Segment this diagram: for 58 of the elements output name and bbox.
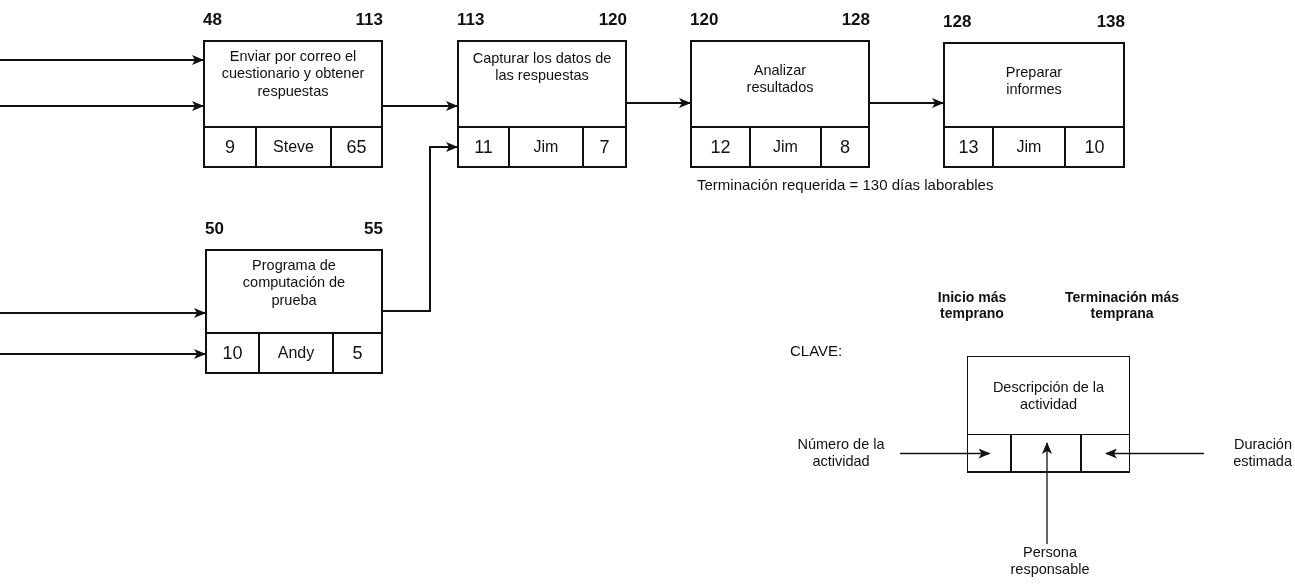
key-explanation: Persona responsable — [990, 544, 1110, 579]
activity-number: 11 — [473, 135, 494, 159]
activity-number: 13 — [957, 135, 980, 159]
earliest-finish: 55 — [363, 219, 383, 239]
key-title: CLAVE: — [790, 342, 843, 359]
arrow — [869, 98, 944, 108]
activity-description: Programa de computación de prueba — [241, 257, 347, 310]
activity-number: 10 — [221, 341, 244, 365]
earliest-finish: 113 — [354, 10, 383, 30]
activity-description: Enviar por correo el cuestionario y obtener respuestas — [220, 48, 366, 101]
key-field — [1010, 434, 1082, 473]
earliest-start: 50 — [205, 219, 225, 239]
responsible-person: Andy — [258, 334, 332, 372]
responsible-person: Jim — [749, 128, 820, 166]
required-completion-note: Terminación requerida = 130 días laborables — [697, 176, 994, 193]
responsible-person: Jim — [508, 128, 582, 166]
earliest-finish-heading: Terminación más temprana — [1063, 289, 1181, 322]
activity-description: Preparar informes — [1004, 64, 1064, 99]
earliest-start: 128 — [943, 12, 973, 32]
key-field — [966, 434, 1012, 473]
earliest-finish: 120 — [597, 10, 627, 30]
activity-description: Descripción de la actividad — [991, 379, 1106, 414]
activity-box — [203, 40, 383, 168]
estimated-duration: 7 — [582, 128, 625, 166]
activity-box — [943, 42, 1125, 168]
earliest-start: 120 — [690, 10, 720, 30]
earliest-start: 113 — [457, 10, 486, 30]
earliest-start: 48 — [203, 10, 223, 30]
activity-box — [205, 249, 383, 374]
arrow — [382, 142, 458, 312]
key-explanation: Duración estimada — [1204, 436, 1292, 471]
leader-line — [1105, 448, 1205, 459]
key-activity-box — [967, 356, 1130, 472]
responsible-person: Steve — [255, 128, 330, 166]
estimated-duration: 65 — [330, 128, 381, 166]
activity-box — [457, 40, 627, 168]
activity-number: 12 — [709, 135, 732, 159]
arrow — [0, 101, 204, 111]
activity-number: 9 — [224, 135, 236, 159]
key-field — [1080, 434, 1130, 473]
estimated-duration: 10 — [1064, 128, 1123, 166]
activity-description: Analizar resultados — [745, 62, 815, 97]
arrow — [0, 55, 204, 65]
arrow — [382, 101, 458, 111]
earliest-finish: 128 — [840, 10, 870, 30]
arrow — [626, 98, 691, 108]
leader-line — [1042, 442, 1052, 545]
arrow — [0, 308, 206, 318]
earliest-start-heading: Inicio más temprano — [936, 289, 1008, 322]
key-explanation: Número de la actividad — [782, 436, 900, 471]
activity-box — [690, 40, 870, 168]
responsible-person: Jim — [992, 128, 1064, 166]
earliest-finish: 138 — [1095, 12, 1125, 32]
estimated-duration: 8 — [820, 128, 868, 166]
leader-line — [899, 448, 991, 459]
estimated-duration: 5 — [332, 334, 381, 372]
activity-description: Capturar los datos de las respuestas — [472, 50, 612, 85]
arrow — [0, 349, 206, 359]
